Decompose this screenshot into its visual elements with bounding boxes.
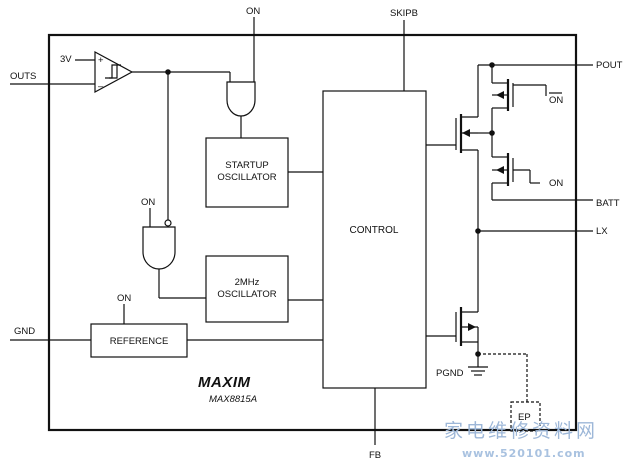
pin-pout-label: POUT (596, 60, 623, 71)
osc-line1: 2MHz (235, 277, 260, 288)
comparator: + – (94, 50, 134, 94)
exposed-pad (510, 401, 541, 432)
part-number: MAX8815A (209, 394, 257, 405)
pin-gnd-label: GND (14, 326, 35, 337)
on-nand-label: ON (141, 197, 155, 208)
reference-label: REFERENCE (110, 336, 169, 347)
pin-skipb-label: SKIPB (390, 8, 418, 19)
pin-lx-label: LX (596, 226, 608, 237)
batt-switch-lower (492, 153, 514, 186)
control-label: CONTROL (350, 225, 399, 236)
high-side-pmos (455, 114, 478, 153)
and-gate-startup (226, 81, 256, 117)
low-side-nmos (455, 307, 478, 346)
osc-line2: OSCILLATOR (217, 289, 276, 300)
on-bar-label: ON (549, 95, 563, 106)
pin-ep-label: EP (518, 412, 531, 423)
comp-minus-sign: – (98, 81, 104, 92)
nand-gate (142, 226, 176, 270)
watermark-cn: 家电维修资料网 (444, 420, 598, 442)
ic-package-outline (47, 33, 578, 432)
control-block (322, 90, 427, 389)
startup-oscillator-block (205, 137, 289, 208)
threshold-label: 3V (60, 54, 72, 65)
maxim-logo: MAXIM (198, 374, 251, 391)
pin-outs-label: OUTS (10, 71, 36, 82)
startup-line2: OSCILLATOR (217, 172, 276, 183)
pin-batt-label: BATT (596, 198, 620, 209)
batt-switch-upper (492, 79, 514, 111)
on-switch-label: ON (549, 178, 563, 189)
on-top-label: ON (246, 6, 260, 17)
startup-line1: STARTUP (225, 160, 268, 171)
pin-fb-label: FB (369, 450, 381, 461)
comp-plus-sign: + (98, 55, 104, 66)
on-reference-label: ON (117, 293, 131, 304)
pin-pgnd-label: PGND (436, 368, 464, 379)
watermark-url: www.520101.com (462, 447, 586, 460)
2mhz-oscillator-block (205, 255, 289, 323)
